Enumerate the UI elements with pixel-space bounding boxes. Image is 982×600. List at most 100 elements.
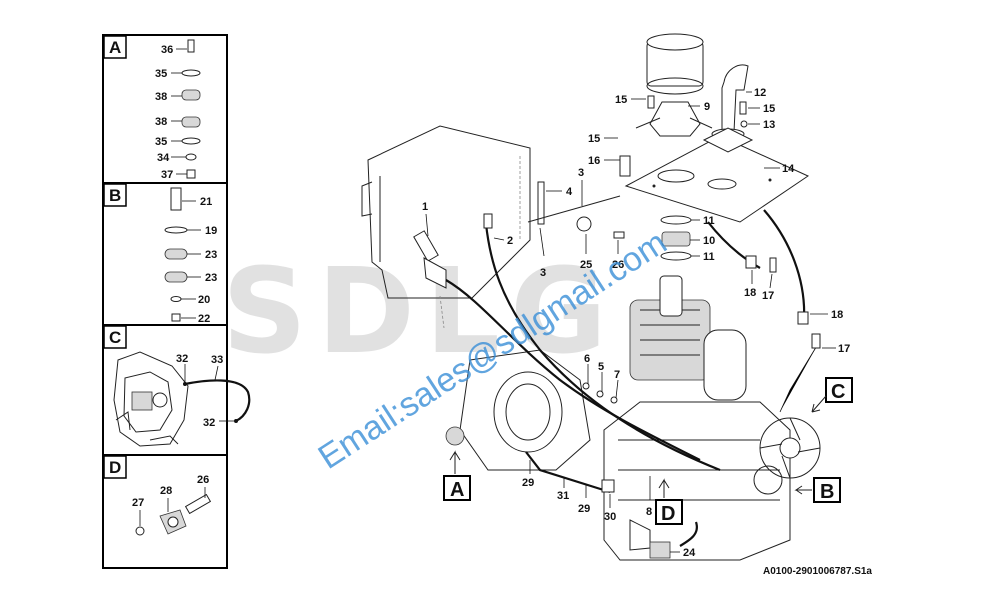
sensor-wire: [679, 521, 698, 547]
callout-25: 25: [580, 259, 592, 271]
harness-upper: [707, 221, 761, 269]
main-ref-d-letter: D: [661, 503, 675, 525]
callout-a-38b: 38: [155, 116, 167, 128]
watermark-logo: SDLG: [222, 242, 617, 380]
engine-hood-plate: [624, 135, 810, 223]
callout-b-21: 21: [200, 196, 212, 208]
clip-18b: [797, 311, 809, 325]
callout-a-38: 38: [155, 91, 167, 103]
callout-a-35: 35: [155, 68, 167, 80]
exhaust-pipe: [702, 64, 754, 153]
callout-13: 13: [763, 119, 775, 131]
fitting-17a: [769, 257, 777, 273]
panel-a-letter: A: [109, 38, 121, 57]
callout-15-mid: 15: [588, 133, 600, 145]
callout-1: 1: [422, 201, 428, 213]
bolt-26: [613, 231, 625, 239]
callout-7: 7: [614, 369, 620, 381]
callout-d-28: 28: [160, 485, 172, 497]
main-assembly: A B C D 1 2 3 3 4: [361, 33, 853, 561]
callout-c-32: 32: [176, 353, 188, 365]
mount-stack-b: [164, 187, 188, 322]
callout-b-19: 19: [205, 225, 217, 237]
callout-c-32b: 32: [203, 417, 215, 429]
air-cleaner-cap: [635, 33, 713, 137]
mount-a: [445, 426, 465, 446]
panel-a: A 36 35 38 38 35 34 37: [103, 35, 201, 181]
callout-a-36: 36: [161, 44, 173, 56]
harness-right: [763, 209, 806, 321]
callout-b-23: 23: [205, 249, 217, 261]
document-id: A0100-2901006787.S1a: [763, 566, 872, 577]
callout-a-35b: 35: [155, 136, 167, 148]
fitting-2: [483, 213, 493, 229]
callout-16: 16: [588, 155, 600, 167]
tube-31: [525, 451, 611, 494]
detail-panels: A 36 35 38 38 35 34 37: [102, 34, 251, 569]
throttle-cable: [445, 279, 701, 461]
callout-31: 31: [557, 490, 569, 502]
callout-a-34: 34: [157, 152, 170, 164]
callout-8: 8: [646, 506, 652, 518]
callout-9: 9: [704, 101, 710, 113]
panel-c-letter: C: [109, 328, 121, 347]
grommet-25: [576, 216, 592, 232]
callout-b-23b: 23: [205, 272, 217, 284]
main-ref-d: D: [655, 478, 683, 525]
main-ref-b-letter: B: [820, 481, 834, 503]
callout-29-right: 29: [578, 503, 590, 515]
callout-17-right: 17: [838, 343, 850, 355]
muffler: [703, 329, 747, 401]
callout-15-right: 15: [763, 103, 775, 115]
callout-30: 30: [604, 511, 616, 523]
engine-detail-sketch: [113, 351, 189, 447]
callout-3-bottom: 3: [540, 267, 546, 279]
callout-10: 10: [703, 235, 715, 247]
throttle-lever: [413, 230, 447, 289]
panel-c: C 32 33 32: [103, 325, 251, 447]
bracket-4: [537, 181, 545, 225]
rod-3: [527, 195, 621, 223]
callout-26: 26: [612, 259, 624, 271]
clamp-rings: [660, 215, 692, 261]
callout-14: 14: [782, 163, 795, 175]
callout-c-33: 33: [211, 354, 223, 366]
main-ref-c-letter: C: [831, 381, 845, 403]
callout-11-top: 11: [703, 215, 715, 227]
callout-4: 4: [566, 186, 573, 198]
panel-d-letter: D: [109, 458, 121, 477]
panel-d: D 26 28 27: [103, 455, 212, 536]
fitting-17b: [811, 333, 821, 349]
callout-11-bottom: 11: [703, 251, 715, 263]
callout-b-20: 20: [198, 294, 210, 306]
clamp-assembly: [135, 493, 212, 536]
callout-2: 2: [507, 235, 513, 247]
fitting-30: [601, 479, 615, 493]
stop-cable: [484, 223, 721, 472]
callout-12: 12: [754, 87, 766, 99]
callout-b-22: 22: [198, 313, 210, 325]
main-ref-a: A: [443, 450, 471, 501]
callout-18-left: 18: [744, 287, 756, 299]
callout-a-37: 37: [161, 169, 173, 181]
panel-b: B 21 19 23 23 20 22: [103, 183, 217, 325]
callout-18-right: 18: [831, 309, 843, 321]
callout-24: 24: [683, 547, 696, 559]
callout-3-top: 3: [578, 167, 584, 179]
callout-15-left: 15: [615, 94, 627, 106]
main-ref-b: B: [794, 477, 841, 503]
main-ref-c: C: [811, 377, 853, 413]
engine-block: [603, 275, 821, 561]
callout-17-top: 17: [762, 290, 774, 302]
callout-29-left: 29: [522, 477, 534, 489]
callout-d-26: 26: [197, 474, 209, 486]
clip-18a: [745, 255, 757, 269]
transmission-housing: [459, 349, 591, 471]
main-callouts: 1 2 3 3 4 5 6 7 8 9 10 11 11: [422, 87, 850, 559]
panel-frame: [102, 34, 228, 569]
callout-d-27: 27: [132, 497, 144, 509]
relay-24: [649, 541, 671, 559]
panel-b-letter: B: [109, 186, 121, 205]
callout-6: 6: [584, 353, 590, 365]
